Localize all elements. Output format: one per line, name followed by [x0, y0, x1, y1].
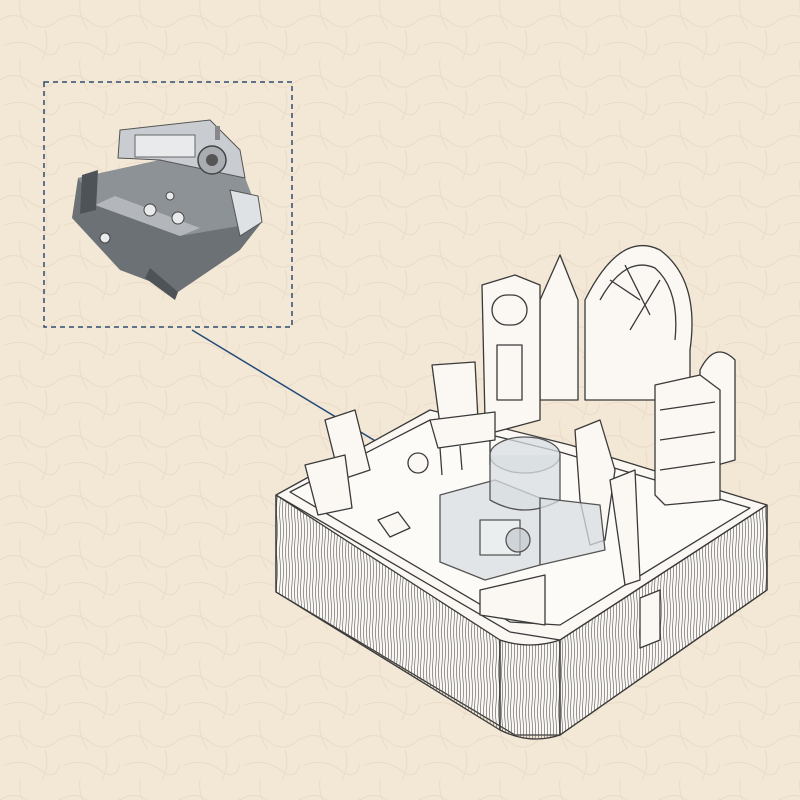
- music-box-mechanism-icon: [72, 119, 263, 300]
- callout-frame: [43, 81, 293, 328]
- miniature-room-music-box-icon: [275, 245, 768, 740]
